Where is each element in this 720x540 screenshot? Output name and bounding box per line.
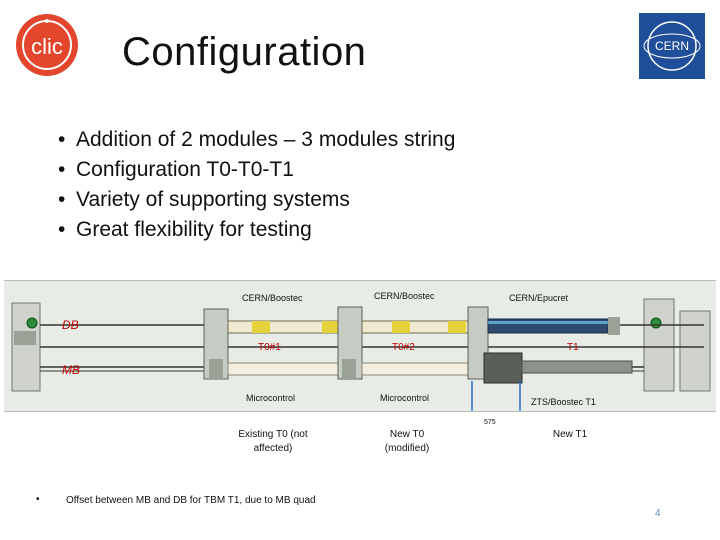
footnote-bullet-icon: • xyxy=(36,494,40,505)
module-string-diagram: CERN/Boostec CERN/Boostec CERN/Epucret D… xyxy=(4,280,716,412)
diagram-top-label: CERN/Boostec xyxy=(374,291,435,301)
footnote-text: Offset between MB and DB for TBM T1, due… xyxy=(66,495,316,506)
module-label: T0#1 xyxy=(258,342,281,353)
cern-logo-text: CERN xyxy=(655,39,689,53)
diagram-bottom-label: ZTS/Boostec T1 xyxy=(531,397,596,407)
bullet-item: Addition of 2 modules – 3 modules string xyxy=(58,125,455,155)
bullet-list: Addition of 2 modules – 3 modules string… xyxy=(58,125,455,245)
diagram-bottom-label: Microcontrol xyxy=(246,393,296,403)
diagram-top-label: CERN/Boostec xyxy=(242,293,303,303)
dimension-label: 575 xyxy=(484,419,496,426)
page-number: 4 xyxy=(655,508,661,519)
diagram-drawing xyxy=(11,298,711,411)
module-label: T0#2 xyxy=(392,342,415,353)
clic-logo: clic xyxy=(14,14,84,78)
diagram-bottom-label: Microcontrol xyxy=(380,393,430,403)
beam-label-mb: MB xyxy=(62,363,80,377)
beam-label-db: DB xyxy=(62,318,79,332)
module-caption: New T1 xyxy=(552,429,588,440)
clic-logo-text: clic xyxy=(31,34,63,59)
slide-title: Configuration xyxy=(122,30,367,74)
module-label: T1 xyxy=(567,342,579,353)
module-caption: Existing T0 (not affected) xyxy=(238,429,308,454)
diagram-top-label: CERN/Epucret xyxy=(509,293,569,303)
module-caption: New T0 (modified) xyxy=(384,429,430,454)
cern-logo: CERN xyxy=(639,13,705,79)
bullet-item: Variety of supporting systems xyxy=(58,185,455,215)
bullet-item: Great flexibility for testing xyxy=(58,215,455,245)
bullet-item: Configuration T0-T0-T1 xyxy=(58,155,455,185)
